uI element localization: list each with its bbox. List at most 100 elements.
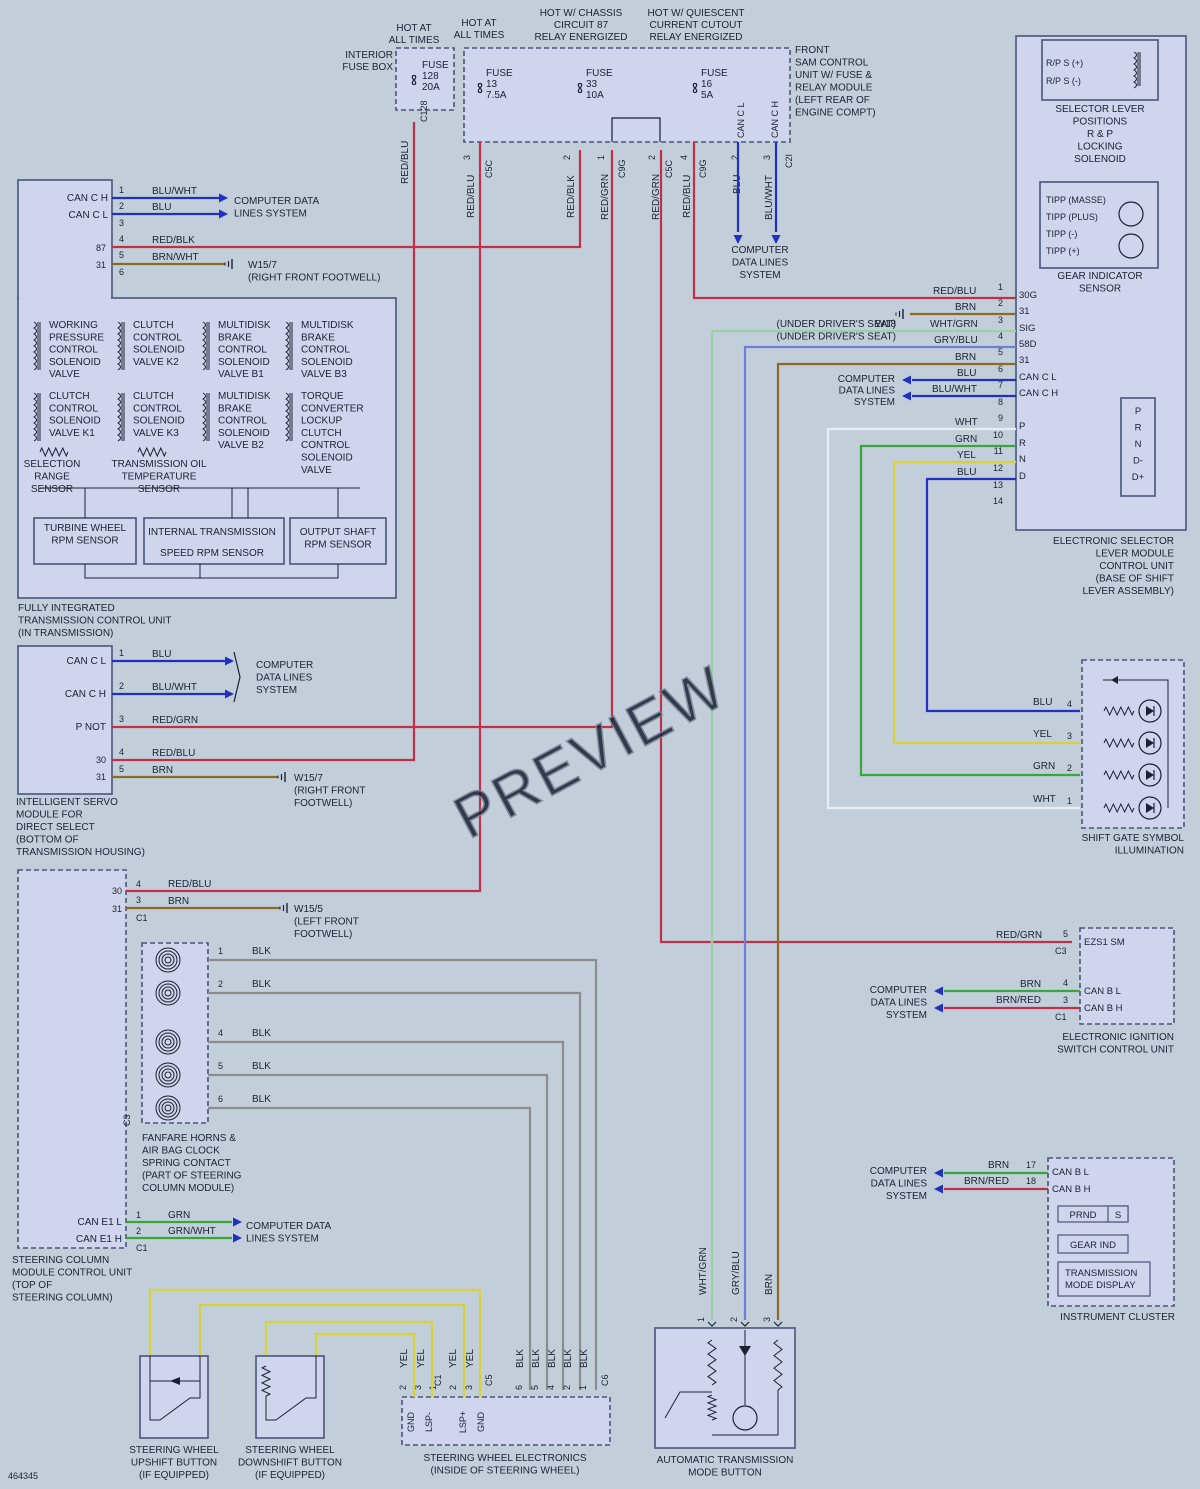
solenoid-valve-label-line: CONTROL: [133, 403, 182, 414]
solenoid-coil-icon: [285, 321, 289, 371]
led-icon: [1138, 731, 1162, 755]
eslm-label-line: LEVER ASSEMBLY): [1082, 586, 1174, 597]
pin-number: 4: [998, 331, 1003, 341]
wire-yel: [198, 1303, 466, 1397]
pin-number: 1: [998, 282, 1003, 292]
connector-pin-icon: [773, 1321, 783, 1327]
pin-number: 2: [730, 155, 740, 160]
pin-number: 3: [413, 1385, 423, 1390]
internal-speed-rpm-sensor: [143, 517, 285, 565]
pin-number: 3: [998, 315, 1003, 325]
swe-label-line: (INSIDE OF STEERING WHEEL): [431, 1466, 580, 1477]
computer-data-lines-ref-line: SYSTEM: [886, 1010, 927, 1021]
photodiode-icon: [1118, 233, 1144, 259]
connector-c2i: C2I: [784, 154, 794, 168]
scm-label-line: MODULE CONTROL UNIT: [12, 1268, 132, 1279]
pin-number: 7: [998, 380, 1003, 390]
wire-red-grn: [659, 150, 1072, 944]
pin-number: 4: [218, 1028, 223, 1038]
resistor-icon: [773, 1339, 783, 1391]
pin-number: 3: [762, 1317, 772, 1322]
pin-number: 4: [679, 155, 689, 160]
swe-label-line: STEERING WHEEL ELECTRONICS: [424, 1453, 587, 1464]
pin-number: 17: [1026, 1160, 1036, 1170]
solenoid-valve-label-line: VALVE K3: [133, 428, 179, 439]
solenoid-valve-label-line: BRAKE: [301, 332, 335, 343]
wire-blu: [925, 477, 1080, 713]
clock-spring-icon: [155, 980, 181, 1006]
header-hot-at-all-times-line: ALL TIMES: [389, 35, 440, 46]
solenoid-valve-label-line: SOLENOID: [133, 416, 185, 427]
servo-can-c-l: CAN C L: [67, 656, 107, 667]
intelligent-servo-module: [17, 645, 113, 795]
selector-lever-label-line: LOCKING: [1077, 142, 1122, 153]
fuse-icon: [692, 82, 698, 94]
solenoid-coil-icon: [202, 321, 206, 371]
clock-spring-contact: [141, 942, 209, 1124]
eslm-pin-label: 58D: [1019, 339, 1037, 350]
pin-number: 8: [998, 397, 1003, 407]
front-sam-label-line: FRONT: [795, 45, 829, 56]
pin-number: 2: [218, 979, 223, 989]
computer-data-lines-ref-line: DATA LINES: [256, 673, 313, 684]
cluster-can-b-h: CAN B H: [1052, 1184, 1091, 1195]
pin-number: 3: [1063, 995, 1068, 1005]
tcu-label-line: FULLY INTEGRATED: [18, 603, 115, 614]
pin-number: 4: [119, 234, 124, 244]
pin-number: 6: [119, 267, 124, 277]
eslm-pin-label: P: [1019, 421, 1025, 432]
pin-number: 3: [462, 155, 472, 160]
auto-transmission-mode-button: [654, 1327, 796, 1449]
sam-can-c-l: CAN C L: [736, 102, 746, 138]
solenoid-valve-label-line: CONTROL: [301, 345, 350, 356]
connector-c5c: C5C: [484, 159, 494, 178]
pin-number: 5: [530, 1385, 540, 1390]
eslm-pin-label: SIG: [1019, 323, 1035, 334]
ground-w18-label-line: W18: [875, 319, 896, 330]
connector-c3: C3: [1055, 946, 1067, 956]
pin-number: 5: [998, 347, 1003, 357]
pin-number: 5: [1063, 929, 1068, 939]
servo-label-line: DIRECT SELECT: [16, 822, 95, 833]
wire-color-label: RED/GRN: [600, 174, 611, 220]
wire-wht-grn: [710, 329, 1016, 1320]
resistor-icon: [707, 1339, 717, 1386]
scm-label-line: STEERING COLUMN): [12, 1293, 113, 1304]
wire-gry-blu: [743, 345, 1016, 1320]
atm-button-label-line: AUTOMATIC TRANSMISSION: [657, 1455, 794, 1466]
fuse-13-label-line: FUSE: [486, 68, 513, 79]
fuse-icon: [411, 74, 417, 86]
computer-data-lines-ref-line: COMPUTER: [870, 985, 927, 996]
prnd-letter: D+: [1132, 472, 1145, 483]
gear-indicator-pin-line: TIPP (-): [1046, 229, 1077, 239]
fuse-icon: [577, 82, 583, 94]
computer-data-lines-ref-line: SYSTEM: [854, 397, 895, 408]
box-join: [19, 297, 111, 300]
pin-number: 6: [514, 1385, 524, 1390]
steering-column-module: [17, 869, 127, 1249]
connector-c9g: C9G: [698, 159, 708, 178]
led-icon: [1138, 796, 1162, 820]
computer-data-lines-ref-line: COMPUTER: [731, 245, 788, 256]
servo-p-not: P NOT: [76, 722, 106, 733]
connector-pin-icon: [740, 1321, 750, 1327]
clock-spring-icon: [155, 1095, 181, 1121]
eslm-label-line: (BASE OF SHIFT: [1096, 574, 1174, 585]
solenoid-coil-icon: [1133, 51, 1137, 89]
upshift-button: [139, 1355, 209, 1439]
wire-blk: [208, 991, 582, 1390]
turbine-label-line: RPM SENSOR: [51, 536, 118, 547]
wire-yel: [148, 1288, 482, 1397]
header-hot-chassis-circuit-line: CIRCUIT 87: [554, 20, 609, 31]
wire-color-label: BLK: [563, 1349, 574, 1368]
ground-w15-7-label-line: (RIGHT FRONT: [294, 786, 365, 797]
header-hot-at-all-times-line: HOT AT: [396, 23, 431, 34]
gear-indicator-sensor: [1039, 181, 1159, 269]
ground-w15-7-label-line: W15/7: [248, 260, 277, 271]
solenoid-valve-label-line: CLUTCH: [301, 428, 342, 439]
pin-number: 2: [136, 1226, 141, 1236]
wire-color-label: GRN: [955, 434, 977, 445]
selector-lever-solenoid: [1041, 39, 1159, 101]
wire-color-label: YEL: [957, 450, 976, 461]
tcu-pin-31: 31: [96, 260, 106, 270]
